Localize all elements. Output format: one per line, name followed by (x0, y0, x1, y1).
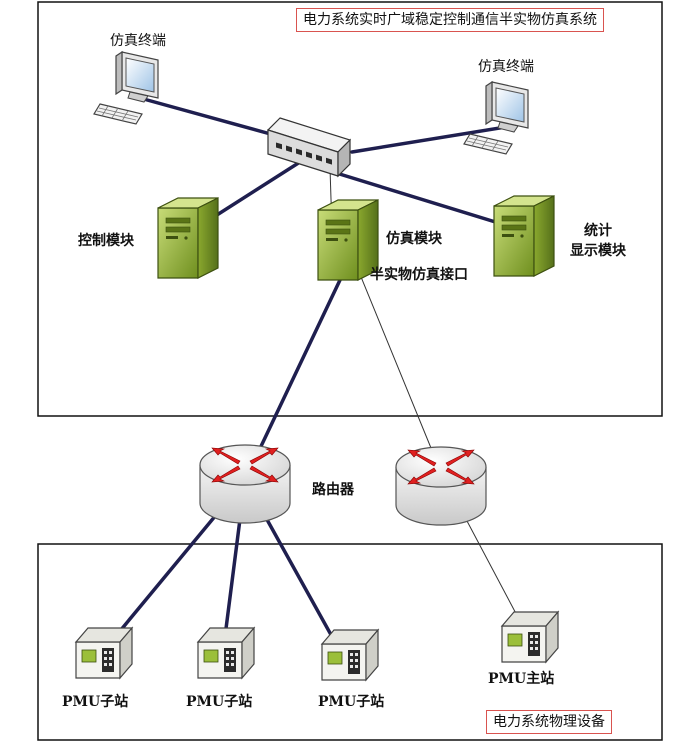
link-sim-router2 (349, 249, 441, 471)
server-tower-icon[interactable] (157, 197, 219, 279)
terminal-right-label: 仿真终端 (478, 59, 534, 75)
pmu-device-icon[interactable] (197, 627, 255, 679)
stats-label-line2: 显示模块 (570, 243, 626, 259)
network-switch-icon[interactable] (266, 117, 352, 178)
system-title: 电力系统实时广域稳定控制通信半实物仿真系统 (296, 8, 604, 32)
link-terminal-left-switch (138, 96, 287, 140)
terminal-left-label: 仿真终端 (110, 33, 166, 49)
hil-interface-label: 半实物仿真接口 (370, 267, 468, 283)
pmu-device-icon[interactable] (321, 629, 379, 681)
simulation-system-frame (37, 1, 663, 417)
network-links (94, 96, 530, 662)
router-icon[interactable] (395, 446, 487, 526)
computer-terminal-icon[interactable] (93, 51, 159, 125)
link-switch-stats (318, 166, 530, 234)
pmu-master-label: PMU主站 (488, 671, 555, 687)
sim-module-label: 仿真模块 (386, 231, 442, 247)
control-module-label: 控制模块 (78, 233, 134, 249)
stats-label-line1: 统计 (584, 223, 612, 239)
pmu-substation-label-3: PMU子站 (318, 694, 385, 710)
pmu-device-icon[interactable] (501, 611, 559, 663)
pmu-substation-label-1: PMU子站 (62, 694, 129, 710)
server-tower-icon[interactable] (493, 195, 555, 277)
physical-equipment-frame (37, 543, 663, 741)
pmu-device-icon[interactable] (75, 627, 133, 679)
computer-terminal-icon[interactable] (463, 81, 529, 155)
router-icon[interactable] (199, 444, 291, 524)
router-label: 路由器 (312, 482, 354, 498)
link-switch-terminal-right (350, 124, 514, 154)
server-tower-icon[interactable] (317, 199, 379, 281)
pmu-substation-label-2: PMU子站 (186, 694, 253, 710)
physical-equipment-title: 电力系统物理设备 (486, 710, 612, 734)
